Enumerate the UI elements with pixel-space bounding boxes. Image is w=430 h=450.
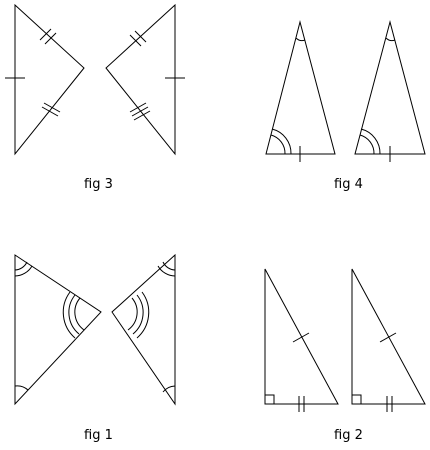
- fig1-right-triangle: [111, 253, 176, 406]
- fig1-left-triangle: [14, 254, 102, 406]
- fig3-right-triangle: [105, 3, 176, 156]
- fig1-group: [14, 253, 176, 406]
- fig1-right-vertex-arc: [127, 291, 150, 339]
- fig4-left-triangle: [265, 20, 336, 155]
- fig2-left-base-double-tick: [298, 396, 305, 412]
- fig2-caption: fig 2: [334, 428, 363, 443]
- fig4-left-apex-arc: [295, 37, 306, 42]
- fig3-right-lower-double-tick: [129, 102, 151, 121]
- fig2-right-hyp-tick: [379, 332, 397, 343]
- fig4-left-base-arc: [270, 128, 292, 155]
- fig3-left-triangle: [14, 3, 85, 156]
- fig3-right-upper-double-tick: [129, 30, 147, 47]
- fig1-right-bottom-arc: [162, 385, 176, 393]
- fig3-left-upper-double-tick: [39, 28, 57, 45]
- fig1-right-top-arc: [157, 261, 176, 277]
- fig2-left-right-angle: [265, 394, 275, 404]
- fig1-caption: fig 1: [84, 428, 113, 443]
- fig3-caption: fig 3: [84, 177, 113, 192]
- fig1-left-bottom-arc: [14, 385, 29, 391]
- fig2-right-base-double-tick: [386, 396, 393, 412]
- fig4-caption: fig 4: [334, 177, 363, 192]
- fig4-group: [265, 20, 426, 162]
- fig2-left-triangle: [264, 268, 339, 405]
- fig3-group: [5, 3, 185, 156]
- fig2-group: [264, 268, 426, 412]
- fig2-right-triangle: [351, 268, 426, 405]
- fig3-left-lower-double-tick: [41, 102, 61, 117]
- fig4-right-triangle: [354, 20, 426, 155]
- fig1-left-vertex-arc: [62, 291, 85, 339]
- fig4-right-apex-arc: [385, 37, 396, 42]
- fig2-right-right-angle: [352, 394, 362, 404]
- fig4-right-base-arc: [359, 128, 381, 155]
- fig2-left-hyp-tick: [292, 332, 310, 343]
- fig1-left-top-arc: [14, 261, 33, 277]
